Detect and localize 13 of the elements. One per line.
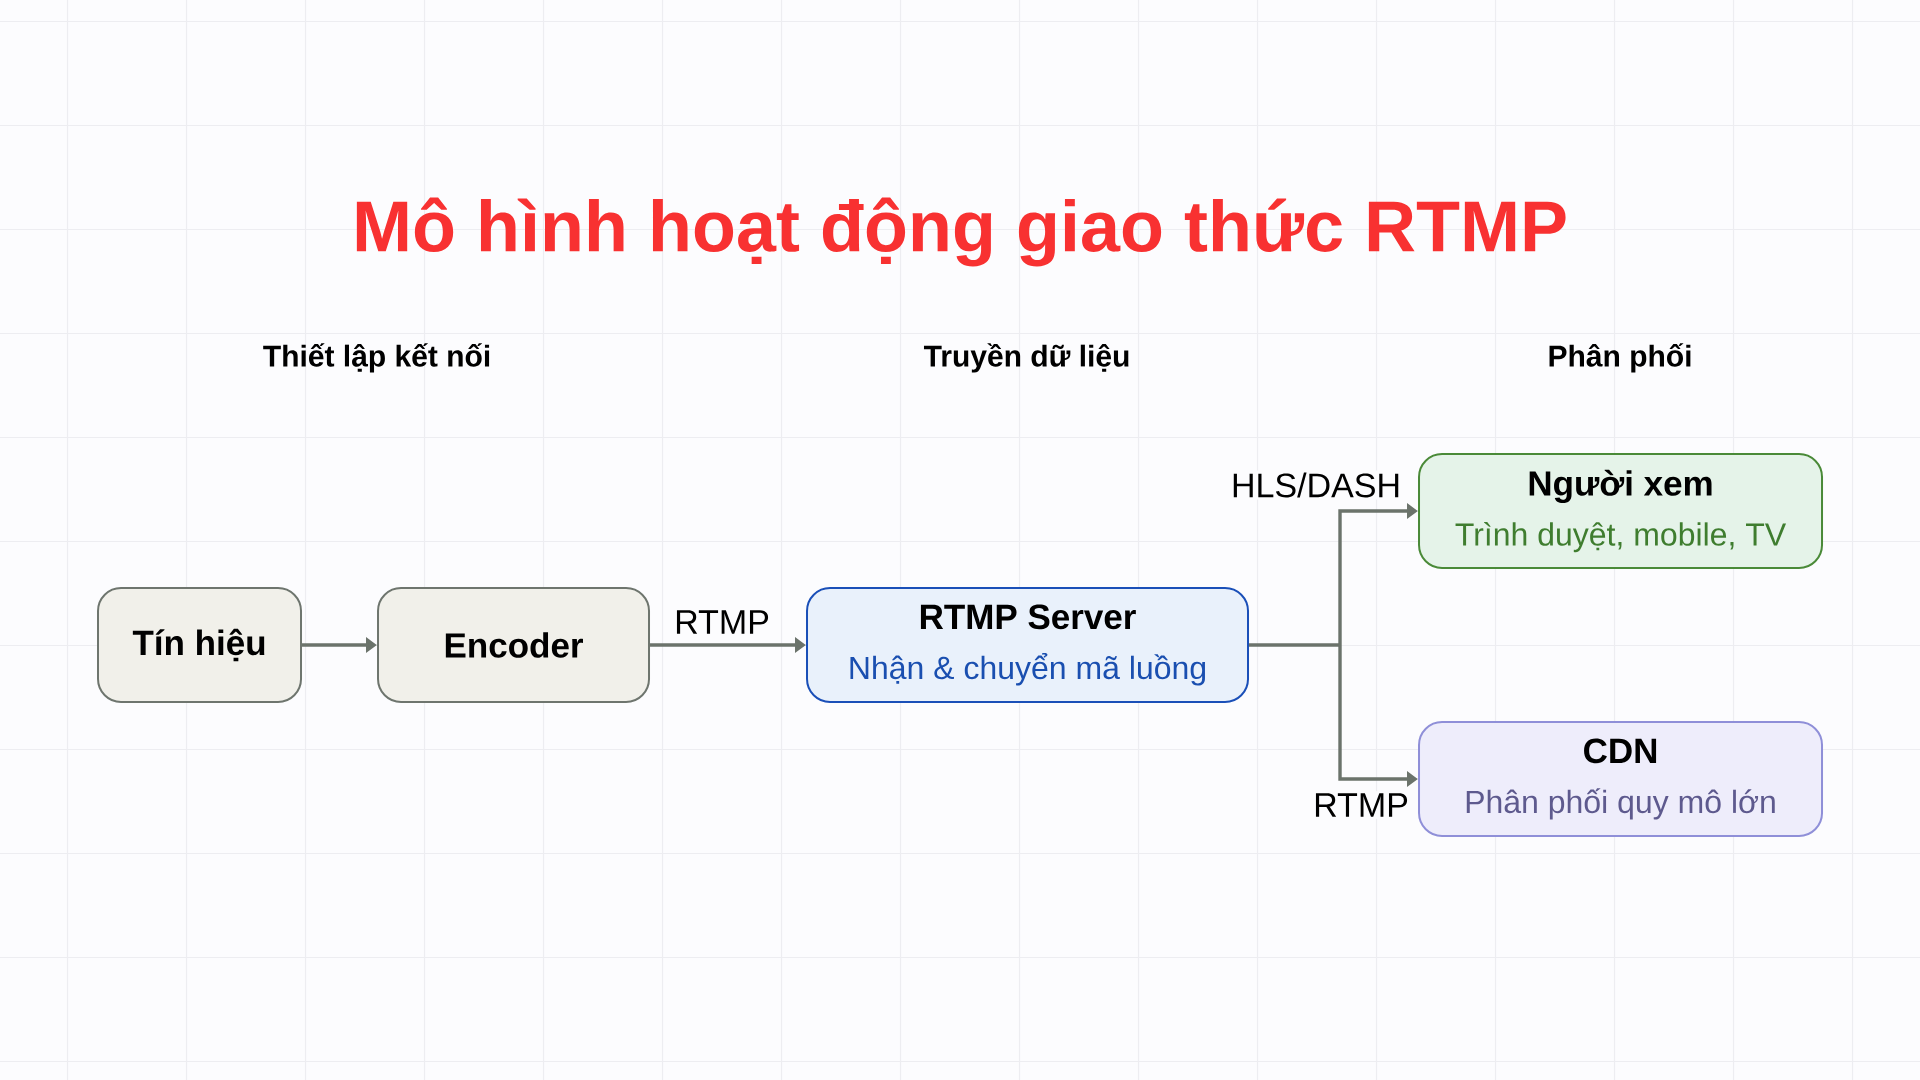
column-heading: Truyền dữ liệu [924, 343, 1129, 373]
title: Mô hình hoạt động giao thức RTMP [356, 197, 1566, 267]
column-heading: Phân phối [1549, 343, 1691, 373]
process-box: Tín hiệu [97, 587, 302, 703]
process-box: Người xem Trình duyệt, mobile, TV [1418, 453, 1823, 569]
connector-line [1249, 643, 1340, 647]
edge-label: HLS/DASH [1229, 470, 1404, 500]
process-box: Encoder [377, 587, 650, 703]
edge-label: RTMP [672, 608, 772, 636]
process-box: CDN Phân phối quy mô lớn [1418, 721, 1823, 837]
process-box: RTMP Server Nhận & chuyển mã luồng [806, 587, 1249, 703]
edge-label: RTMP [1311, 791, 1411, 819]
column-heading: Thiết lập kết nối [263, 343, 490, 373]
